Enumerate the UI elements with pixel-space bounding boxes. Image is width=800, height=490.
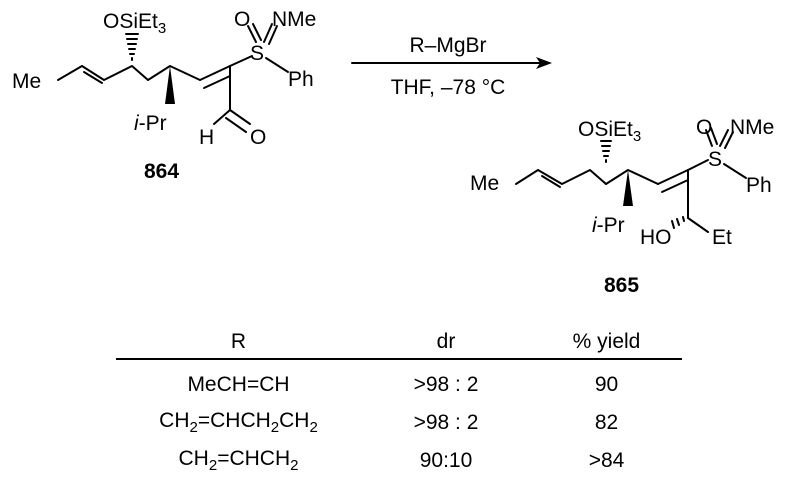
cell-r: CH2=CHCH2 bbox=[178, 447, 299, 475]
cell-yield: 82 bbox=[594, 411, 619, 434]
cell-yield: >84 bbox=[588, 449, 625, 472]
sm-c-s-bond bbox=[229, 55, 253, 67]
sm-aldehyde-h-label: H bbox=[199, 126, 214, 149]
reaction-arrow-group: R–MgBr THF, –78 °C bbox=[351, 34, 552, 99]
pr-hydroxyl-label: HO bbox=[640, 226, 672, 249]
reagent-label: R–MgBr bbox=[409, 34, 486, 57]
sm-nme-label: NMe bbox=[272, 8, 316, 31]
pr-s-ph-bond bbox=[723, 163, 747, 179]
sm-solid-wedge-isopropyl bbox=[165, 66, 175, 104]
pr-s-n-bond bbox=[719, 129, 729, 147]
sm-aldehyde-h-bond bbox=[213, 109, 231, 125]
pr-alkene-inner-bond bbox=[541, 175, 561, 188]
pr-backbone-bond bbox=[605, 169, 659, 185]
header-r: R bbox=[230, 330, 247, 353]
pr-isopropyl-label: i-Pr bbox=[592, 214, 625, 237]
sm-phenyl-label: Ph bbox=[288, 68, 314, 91]
pr-c-ethyl-bond bbox=[687, 217, 709, 233]
pr-hashed-wedge-oxygen bbox=[600, 140, 612, 163]
sm-s-o-bond bbox=[247, 25, 257, 43]
cell-dr: 90:10 bbox=[419, 449, 473, 472]
cell-yield: 90 bbox=[594, 373, 619, 396]
pr-sulfur-label: S bbox=[708, 148, 722, 171]
conditions-label: THF, –78 °C bbox=[391, 76, 506, 99]
pr-nme-label: NMe bbox=[730, 116, 774, 139]
pr-sulfonyl-oxygen-label: O bbox=[696, 116, 712, 139]
reaction-scheme: Me OSiEt3 i-Pr S O NMe bbox=[12, 8, 774, 297]
pr-propenyl-chain bbox=[515, 169, 607, 185]
sm-compound-number: 864 bbox=[144, 160, 179, 183]
cell-r: CH2=CHCH2CH2 bbox=[159, 409, 318, 437]
product-865: Me OSiEt3 i-Pr S O NMe Ph Et bbox=[470, 116, 774, 297]
sm-sulfur-label: S bbox=[250, 42, 264, 65]
pr-silyl-ether-label: OSiEt3 bbox=[578, 118, 641, 145]
results-table: R dr % yield MeCH=CH >98 : 2 90 CH2=CHCH… bbox=[116, 318, 682, 480]
pr-methyl-label: Me bbox=[470, 172, 499, 195]
sm-propenyl-chain bbox=[57, 65, 149, 81]
sm-sulfonyl-oxygen-label: O bbox=[234, 8, 250, 31]
cell-dr: >98 : 2 bbox=[413, 411, 479, 434]
pr-alkene-bond bbox=[657, 169, 689, 185]
starting-material-864: Me OSiEt3 i-Pr S O NMe bbox=[12, 8, 316, 183]
sm-aldehyde-co-bond bbox=[229, 109, 251, 125]
sm-methyl-label: Me bbox=[12, 70, 41, 93]
sm-hashed-wedge-oxygen bbox=[125, 33, 139, 61]
sm-s-ph-bond bbox=[265, 57, 289, 73]
table-row: CH2=CHCH2 90:10 >84 bbox=[116, 442, 682, 480]
sm-silyl-ether-label: OSiEt3 bbox=[103, 10, 166, 37]
cell-dr: >98 : 2 bbox=[413, 373, 479, 396]
sm-enal-alkene-double bbox=[203, 75, 231, 89]
pr-solid-wedge-isopropyl bbox=[623, 170, 633, 206]
sm-enal-alkene-bond bbox=[199, 65, 231, 81]
pr-c-s-bond bbox=[687, 159, 709, 171]
cell-r: MeCH=CH bbox=[187, 373, 290, 396]
sm-aldehyde-o-label: O bbox=[250, 126, 266, 149]
pr-phenyl-label: Ph bbox=[746, 174, 772, 197]
pr-hashed-wedge-hydroxyl bbox=[671, 216, 685, 229]
pr-alkene-double bbox=[661, 179, 689, 193]
header-dr: dr bbox=[436, 330, 456, 353]
reaction-arrow-head bbox=[536, 57, 552, 69]
pr-compound-number: 865 bbox=[604, 274, 639, 297]
sm-backbone-bond bbox=[147, 65, 201, 81]
sm-isopropyl-label: i-Pr bbox=[134, 112, 167, 135]
pr-s-o-bond bbox=[705, 129, 713, 147]
table-row: CH2=CHCH2CH2 >98 : 2 82 bbox=[116, 404, 682, 442]
pr-ethyl-label: Et bbox=[712, 226, 732, 249]
table-row: MeCH=CH >98 : 2 90 bbox=[116, 359, 682, 404]
sm-s-n-bond bbox=[263, 23, 273, 43]
sm-alkene-inner-bond bbox=[83, 71, 103, 84]
header-yield: % yield bbox=[572, 330, 641, 353]
table-header-row: R dr % yield bbox=[116, 318, 682, 359]
